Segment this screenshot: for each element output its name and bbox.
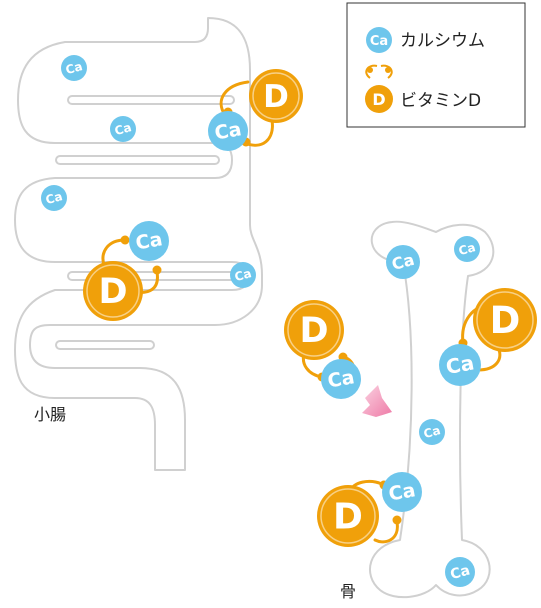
svg-text:Ca: Ca [449, 562, 472, 583]
svg-text:Ca: Ca [444, 350, 476, 379]
absorption-arrow-icon [362, 385, 392, 417]
calcium-molecule: Ca [230, 262, 256, 288]
svg-text:Ca: Ca [422, 423, 442, 441]
calcium-molecule: Ca [321, 359, 361, 399]
vitamin-d-molecule: D [473, 288, 537, 352]
svg-text:Ca: Ca [457, 240, 477, 258]
legend-calcium-label: カルシウム [400, 31, 485, 51]
svg-text:Ca: Ca [387, 479, 417, 505]
svg-text:D: D [490, 299, 521, 342]
svg-text:Ca: Ca [64, 59, 84, 77]
svg-text:Ca: Ca [113, 120, 133, 138]
svg-text:D: D [98, 272, 127, 312]
vitamin-d-molecule: D [317, 485, 379, 547]
calcium-molecule: Ca [208, 111, 248, 151]
legend-vitamin-d-icon: D [365, 64, 393, 113]
bone-label: 骨 [340, 582, 356, 601]
svg-text:Ca: Ca [44, 189, 64, 207]
vitamin-d-molecule: D [249, 69, 303, 123]
calcium-molecule: Ca [445, 557, 475, 587]
calcium-molecule: Ca [386, 245, 420, 279]
legend-vitamin-label: ビタミンD [400, 91, 481, 111]
calcium-molecule: Ca [439, 344, 481, 386]
svg-text:Ca: Ca [233, 266, 253, 284]
svg-text:Ca: Ca [134, 228, 164, 254]
svg-text:D: D [333, 496, 363, 537]
legend: Ca カルシウム D ビタミンD [346, 2, 526, 128]
bone [369, 220, 495, 599]
vitamin-d-molecule: D [284, 300, 344, 360]
vitamin-d-molecule: D [83, 261, 143, 321]
calcium-molecule: Ca [419, 419, 445, 445]
svg-text:D: D [372, 90, 385, 109]
calcium-molecule: Ca [61, 55, 87, 81]
svg-text:Ca: Ca [326, 366, 356, 392]
svg-text:Ca: Ca [370, 34, 388, 49]
svg-text:Ca: Ca [213, 118, 243, 144]
calcium-molecule: Ca [41, 185, 67, 211]
calcium-molecule: Ca [129, 221, 169, 261]
legend-calcium-icon: Ca [366, 27, 392, 53]
calcium-molecule: Ca [454, 236, 480, 262]
svg-text:D: D [299, 311, 328, 351]
svg-text:D: D [263, 79, 289, 115]
calcium-molecule: Ca [110, 116, 136, 142]
intestine-label: 小腸 [34, 405, 66, 424]
calcium-molecule: Ca [382, 472, 422, 512]
